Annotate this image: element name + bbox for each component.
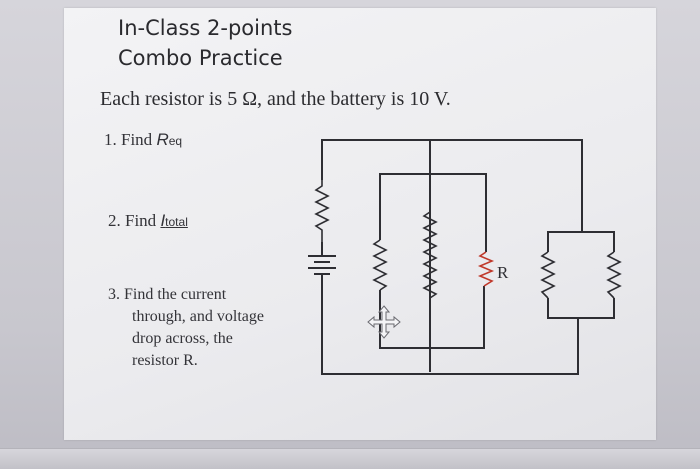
monitor-bottom-edge [0,448,700,469]
question-2-subscript: total [165,215,188,229]
question-2-prefix: 2. Find [108,211,161,230]
resistor-right-2 [606,251,622,299]
battery [308,242,336,304]
question-1: 1. Find Req [104,130,182,150]
resistor-R-label: R [497,263,509,282]
question-3-line: 3. Find the current [108,286,227,303]
question-2: 2. Find Itotal [108,211,188,231]
circuit-wires [321,139,615,375]
question-3: 3. Find the current through, and voltage… [108,284,264,372]
question-3-line: resistor R. [132,352,198,369]
resistor-middle-1 [372,239,388,291]
resistor-R [477,251,495,287]
slide-title-line2: Combo Practice [118,46,283,70]
question-2-variable: I [160,211,166,230]
slide-title-line1: In-Class 2-points [118,16,293,40]
resistor-left [314,180,330,242]
slide: In-Class 2-points Combo Practice Each re… [64,8,656,440]
move-cursor-icon [367,305,401,339]
question-1-prefix: 1. Find [104,130,157,149]
resistor-middle-2 [422,211,438,310]
resistor-right-1 [540,251,556,299]
question-3-line: through, and voltage [132,308,264,325]
problem-statement: Each resistor is 5 Ω, and the battery is… [100,88,451,110]
question-1-subscript: eq [168,134,183,148]
question-1-variable: R [156,130,169,149]
question-3-line: drop across, the [132,330,233,347]
